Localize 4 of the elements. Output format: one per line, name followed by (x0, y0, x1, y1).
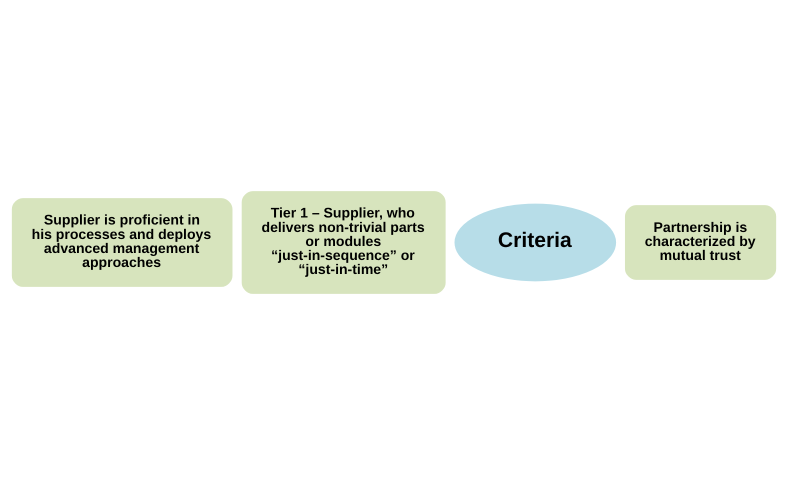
node-box: Supplier is proficient in his processes and deploys advanced management approaches (12, 198, 232, 286)
node-box: Partnership is characterized by mutual trust (624, 204, 776, 280)
node-box: Tier 1 – Supplier, who delivers non-trivial parts or modules “just-in-sequence” or “just-in-time” (242, 190, 446, 294)
node-ellipse: Criteria (454, 203, 616, 281)
